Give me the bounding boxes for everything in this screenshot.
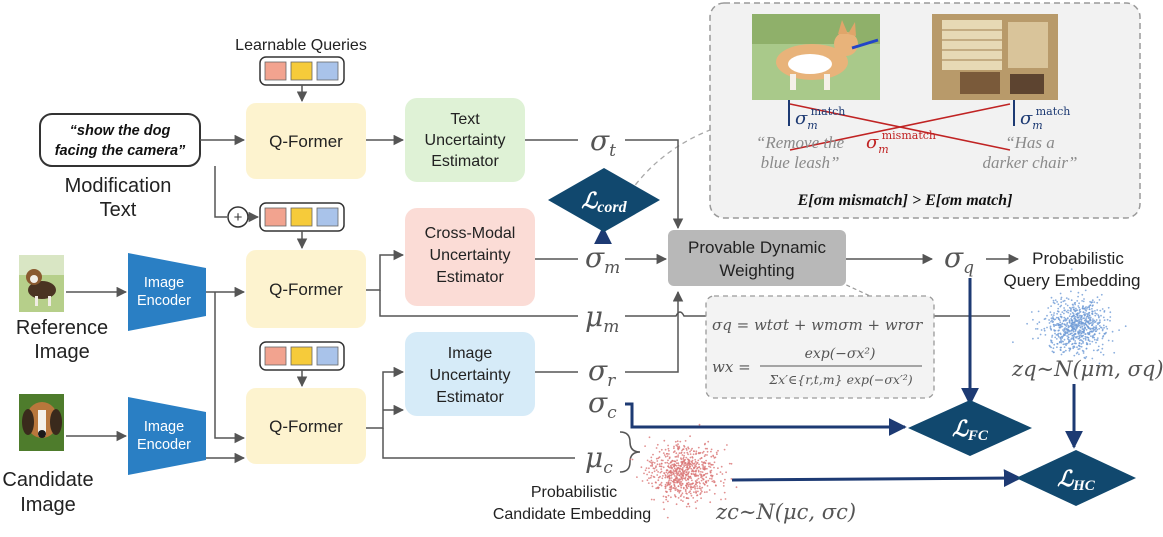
query-text-2: facing the camera” [55, 143, 186, 159]
modification-caption-2: Text [100, 199, 137, 221]
svg-text:Text: Text [450, 111, 480, 128]
cross-modal-uncertainty-estimator: Cross-Modal Uncertainty Estimator [405, 208, 535, 306]
modification-caption-1: Modification [65, 175, 172, 197]
learnable-query-tokens-top [259, 56, 345, 86]
q-former-image: Q-Former [246, 388, 366, 464]
candidate-caption-1: Candidate [2, 469, 93, 491]
svg-text:Estimator: Estimator [436, 269, 504, 286]
prob-candidate-label-2: Candidate Embedding [493, 506, 651, 523]
candidate-image [19, 394, 64, 451]
q-former-cross: Q-Former [246, 250, 366, 328]
loss-fc: ℒFC [908, 400, 1032, 456]
svg-text:Provable Dynamic: Provable Dynamic [688, 238, 826, 257]
svg-text:Q-Former: Q-Former [269, 417, 343, 436]
sigma-c: σc [588, 386, 617, 423]
weighting-formula-box: σq = wtσt + wmσm + wrσr wx = exp(−σx²) Σ… [705, 295, 935, 399]
candidate-caption-2: Image [20, 494, 76, 516]
darker-chair-caption-1: “Has a [1005, 133, 1055, 152]
sigma-t: σt [590, 124, 616, 161]
modification-text-box: “show the dog facing the camera” [39, 113, 201, 167]
example-inset: σmmatch σmmatch σmmismatch “Remove the b… [709, 2, 1141, 219]
expectation-inequality: E[σm mismatch] > E[σm match] [797, 192, 1013, 209]
svg-text:ℒFC: ℒFC [952, 416, 989, 444]
image-uncertainty-estimator: Image Uncertainty Estimator [405, 332, 535, 416]
learnable-query-tokens-mid [259, 202, 345, 232]
sigma-m: σm [585, 241, 620, 278]
svg-text:Q-Former: Q-Former [269, 132, 343, 151]
svg-text:Uncertainty: Uncertainty [430, 247, 511, 264]
prob-query-label-1: Probabilistic [1032, 249, 1124, 268]
svg-text:Q-Former: Q-Former [269, 280, 343, 299]
learnable-query-tokens-bottom [259, 341, 345, 371]
reference-caption-2: Image [34, 341, 90, 363]
sigma-mismatch: σmmismatch [866, 129, 936, 156]
mu-m: μm [585, 300, 619, 337]
remove-leash-caption-2: blue leash” [761, 153, 840, 172]
room-image [932, 14, 1058, 100]
sigma-match-right: σmmatch [1020, 105, 1070, 132]
sigma-q: σq [944, 241, 974, 278]
inset-connector [629, 129, 711, 193]
learnable-queries-label: Learnable Queries [235, 37, 367, 54]
reference-image [19, 255, 64, 312]
image-encoder-reference: Image Encoder [128, 253, 206, 331]
svg-text:Weighting: Weighting [719, 261, 794, 280]
loss-arrows [594, 226, 1083, 488]
sigma-mu-c-bracket [619, 431, 641, 473]
svg-text:Image: Image [448, 345, 493, 362]
w-x-lhs: wx = [712, 358, 751, 376]
query-embedding-cloud [1012, 268, 1127, 365]
sigma-q-formula: σq = wtσt + wmσm + wrσr [712, 316, 923, 334]
loss-hc: ℒHC [1016, 450, 1136, 506]
svg-text:Uncertainty: Uncertainty [425, 132, 506, 149]
query-text-1: “show the dog [70, 123, 171, 139]
darker-chair-caption-2: darker chair” [983, 153, 1078, 172]
reference-caption-1: Reference [16, 317, 108, 339]
svg-text:Estimator: Estimator [436, 389, 504, 406]
text-uncertainty-estimator: Text Uncertainty Estimator [405, 98, 525, 182]
sigma-r: σr [588, 354, 616, 391]
svg-text:Image: Image [144, 419, 184, 435]
svg-text:Uncertainty: Uncertainty [430, 367, 511, 384]
svg-text:Estimator: Estimator [431, 153, 499, 170]
svg-text:+: + [234, 209, 243, 226]
corgi-image [752, 14, 880, 100]
remove-leash-caption-1: “Remove the [756, 133, 845, 152]
prob-candidate-label-1: Probabilistic [531, 484, 617, 501]
svg-text:ℒcord: ℒcord [581, 188, 627, 216]
w-x-denominator: Σx′∈{r,t,m} exp(−σx′²) [768, 372, 913, 387]
svg-text:ℒHC: ℒHC [1057, 466, 1096, 494]
mu-c: μc [585, 441, 613, 478]
image-encoder-candidate: Image Encoder [128, 397, 206, 475]
z-c-expression: zc∼N(μc, σc) [715, 500, 856, 524]
svg-text:Encoder: Encoder [137, 437, 191, 453]
candidate-embedding-cloud [629, 423, 738, 519]
w-x-numerator: exp(−σx²) [805, 346, 876, 362]
pdw-formula-connector [839, 281, 871, 297]
q-former-text: Q-Former [246, 103, 366, 179]
provable-dynamic-weighting: Provable Dynamic Weighting [668, 230, 846, 286]
loss-cord: ℒcord [548, 168, 660, 232]
sigma-match-left: σmmatch [795, 105, 845, 132]
svg-text:Image: Image [144, 275, 184, 291]
prob-query-label-2: Query Embedding [1003, 271, 1140, 290]
connectors [66, 85, 1020, 464]
svg-text:Encoder: Encoder [137, 293, 191, 309]
z-q-expression: zq∼N(μm, σq) [1011, 357, 1163, 381]
svg-text:Cross-Modal: Cross-Modal [425, 225, 516, 242]
